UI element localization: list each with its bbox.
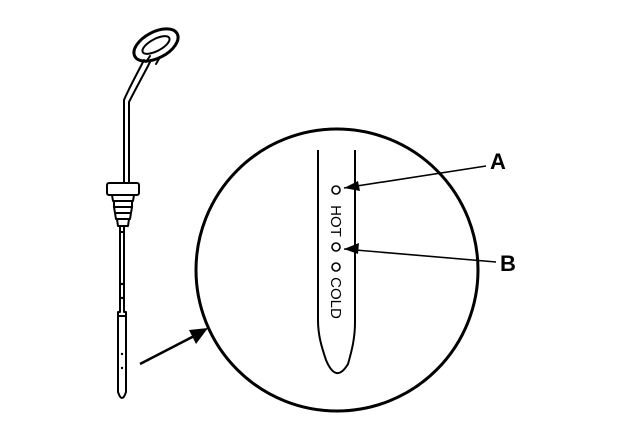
cold-upper-hole xyxy=(331,262,341,272)
hot-upper-hole xyxy=(331,185,341,195)
callout-b: B xyxy=(500,251,516,276)
callout-leaders xyxy=(343,165,497,263)
enlarged-blade xyxy=(317,150,356,374)
magnifier-circle xyxy=(194,127,480,413)
callout-a: A xyxy=(490,149,506,174)
dipstick-handle xyxy=(132,27,180,65)
dipstick-wire xyxy=(123,59,151,183)
dipstick-full-view xyxy=(106,27,180,399)
dipstick-cap xyxy=(106,182,140,227)
hot-marking: HOT xyxy=(327,205,344,237)
dipstick-blade-marks xyxy=(120,282,124,370)
hot-lower-hole xyxy=(331,242,341,252)
cold-marking: COLD xyxy=(327,277,344,319)
magnified-detail: HOT COLD xyxy=(194,127,497,413)
leader-b xyxy=(343,248,497,263)
level-holes xyxy=(331,185,341,272)
dipstick-blade xyxy=(117,225,127,399)
zoom-arrow xyxy=(139,328,208,366)
leader-a xyxy=(343,165,487,189)
